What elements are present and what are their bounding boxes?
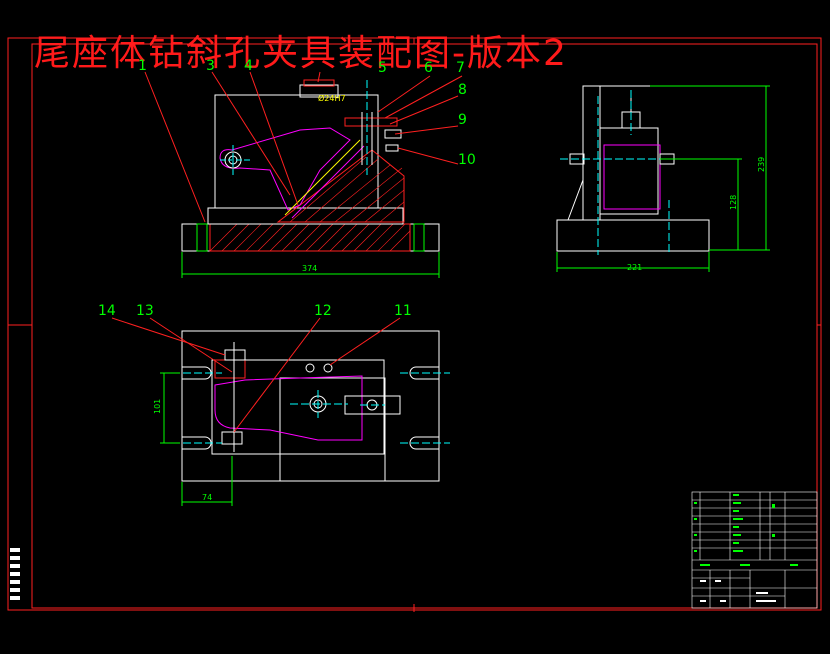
balloon-12: 12 <box>314 303 332 319</box>
title-block-marks <box>700 580 776 602</box>
side-base <box>556 219 710 252</box>
zone-markers <box>10 548 20 600</box>
balloon-11: 11 <box>394 303 412 319</box>
plan-view: 14 13 12 11 101 74 <box>98 303 450 506</box>
balloon-10: 10 <box>458 152 476 168</box>
drawing-title: 尾座体钻斜孔夹具装配图-版本2 <box>34 33 568 74</box>
balloon-13: 13 <box>136 303 154 319</box>
plan-workpiece <box>214 375 363 441</box>
balloon-9: 9 <box>458 112 467 128</box>
front-leaders <box>144 71 463 223</box>
balloon-3: 3 <box>206 58 215 74</box>
dim-plan-width: 74 <box>202 493 212 502</box>
bushing-dim: Ø24H7 <box>318 93 346 103</box>
front-view: 1 3 4 5 6 7 8 9 10 Ø24H7 374 <box>138 58 476 278</box>
dim-plan-height: 101 <box>153 399 162 414</box>
dim-side-width: 221 <box>627 263 642 272</box>
dim-front-width: 374 <box>302 264 317 273</box>
side-workpiece <box>603 144 661 210</box>
front-base-hatch-lines <box>209 223 411 252</box>
balloon-4: 4 <box>244 58 253 74</box>
dim-side-total: 239 <box>757 157 766 172</box>
side-upright <box>582 85 601 221</box>
title-block-fills <box>694 494 798 566</box>
front-workpiece <box>219 127 351 211</box>
balloon-1: 1 <box>138 58 147 74</box>
balloon-6: 6 <box>424 60 433 76</box>
front-base-plate <box>181 223 440 252</box>
balloon-7: 7 <box>456 60 465 76</box>
balloon-8: 8 <box>458 82 467 98</box>
front-upright <box>214 94 379 209</box>
balloon-5: 5 <box>378 60 387 76</box>
side-view: 221 128 239 <box>556 85 770 272</box>
drawing-frame <box>7 37 822 612</box>
front-angle-block-hatch <box>276 149 405 223</box>
dim-side-lower: 128 <box>729 195 738 210</box>
balloon-14: 14 <box>98 303 116 319</box>
title-block <box>691 491 818 609</box>
